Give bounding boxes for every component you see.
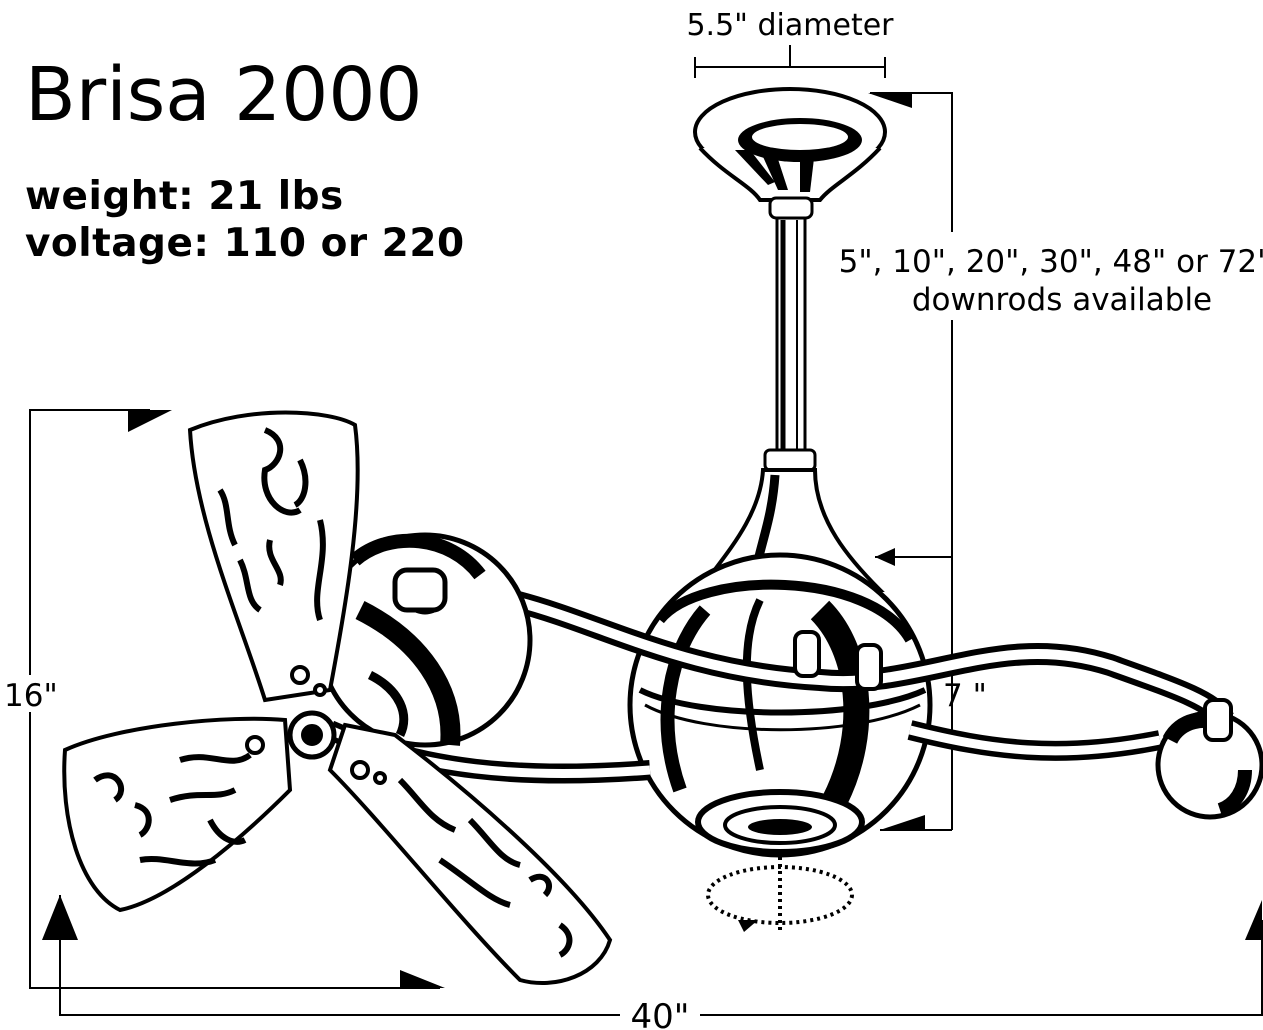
weight-spec: weight: 21 lbs — [25, 174, 344, 219]
motor-housing — [627, 552, 933, 858]
downrods-label-line1: 5", 10", 20", 30", 48" or 72" — [839, 244, 1263, 280]
blade-left — [62, 716, 293, 913]
product-title: Brisa 2000 — [25, 52, 423, 138]
canopy-diameter-label: 5.5" diameter — [686, 8, 894, 43]
blade-lower — [327, 722, 613, 986]
blade-hub-sphere — [317, 532, 533, 748]
counterweight-ball — [1155, 698, 1263, 820]
body-height-label: 7 " — [943, 678, 987, 714]
rotation-indicator — [706, 850, 854, 932]
downrods-label-line2: downrods available — [912, 282, 1212, 318]
height-total-label: 16" — [4, 678, 58, 714]
fan-blades — [62, 410, 613, 986]
width-total-label: 40" — [631, 997, 690, 1030]
canopy — [693, 87, 887, 220]
dimension-arrowheads — [42, 93, 1262, 988]
voltage-spec: voltage: 110 or 220 — [25, 221, 465, 266]
fan-arms — [325, 579, 1234, 784]
